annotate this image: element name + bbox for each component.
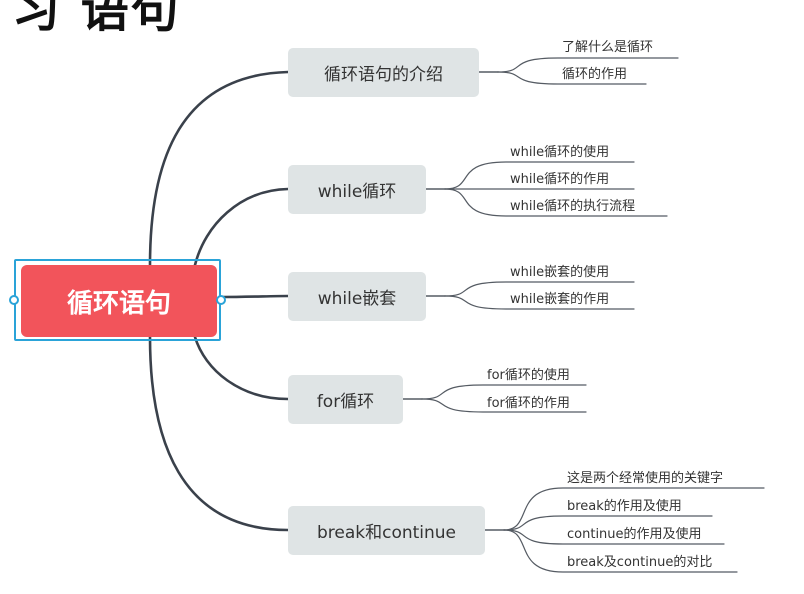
subtopic-two-keywords[interactable]: 这是两个经常使用的关键字 — [567, 471, 724, 486]
subtopic-for-usage[interactable]: for循环的使用 — [487, 368, 570, 383]
leaf-line-1-2 — [444, 188, 668, 217]
left-resize-handle[interactable] — [9, 295, 19, 305]
subtopic-while-nesting-usage[interactable]: while嵌套的使用 — [510, 265, 610, 280]
topic-label: while嵌套 — [317, 289, 397, 309]
subtopic-while-nesting-purpose[interactable]: while嵌套的作用 — [510, 292, 610, 307]
leaf-line-4-2 — [503, 529, 725, 545]
subtopic-while-flow[interactable]: while循环的执行流程 — [510, 199, 636, 214]
leaf-line-4-0 — [503, 487, 765, 531]
subtopic-what-is-loop[interactable]: 了解什么是循环 — [562, 40, 654, 55]
leaf-line-4-3 — [503, 529, 738, 573]
branch-line-4 — [148, 335, 290, 532]
leaf-line-2-0 — [444, 281, 635, 297]
leaf-line-3-0 — [421, 384, 587, 400]
leaf-line-3-1 — [421, 398, 587, 413]
leaf-line-0-0 — [497, 57, 679, 73]
subtopic-for-purpose[interactable]: for循环的作用 — [487, 396, 570, 411]
topic-label: 循环语句的介绍 — [324, 65, 443, 85]
branch-line-2 — [219, 294, 290, 299]
leaf-line-2-1 — [444, 295, 635, 310]
right-resize-handle[interactable] — [216, 295, 226, 305]
branch-line-0 — [148, 70, 290, 267]
subtopic-break-vs-continue[interactable]: break及continue的对比 — [567, 555, 713, 570]
topic-break-continue[interactable]: break和continue — [288, 506, 485, 555]
topic-label: while循环 — [317, 182, 397, 202]
leaf-line-4-1 — [503, 515, 713, 531]
subtopic-while-usage[interactable]: while循环的使用 — [510, 145, 610, 160]
topic-while-loop[interactable]: while循环 — [288, 165, 426, 214]
subtopic-break-usage[interactable]: break的作用及使用 — [567, 499, 682, 514]
branch-line-3 — [193, 335, 290, 401]
topic-label: break和continue — [316, 523, 457, 543]
topic-loop-intro[interactable]: 循环语句的介绍 — [288, 48, 479, 97]
subtopic-while-purpose[interactable]: while循环的作用 — [510, 172, 610, 187]
root-label: 循环语句 — [66, 288, 171, 319]
leaf-line-1-0 — [444, 161, 635, 190]
branch-line-1 — [193, 187, 290, 267]
topic-label: for循环 — [316, 392, 375, 412]
subtopic-loop-purpose[interactable]: 循环的作用 — [562, 67, 628, 82]
cropped-page-heading: 习 语句 — [12, 0, 181, 38]
topic-for-loop[interactable]: for循环 — [288, 375, 403, 424]
subtopic-continue-usage[interactable]: continue的作用及使用 — [567, 527, 702, 542]
topic-while-nesting[interactable]: while嵌套 — [288, 272, 426, 321]
root-node[interactable]: 循环语句 — [21, 265, 217, 337]
leaf-line-0-1 — [497, 71, 647, 85]
